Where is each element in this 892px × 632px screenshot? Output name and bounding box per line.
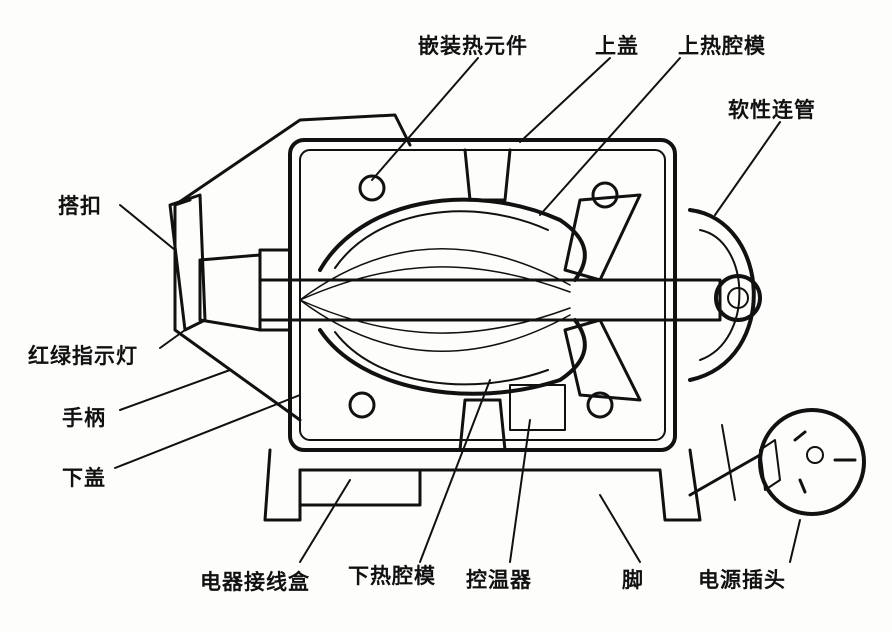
leader-lower-cover (114, 394, 301, 469)
nozzle (198, 253, 262, 332)
leader-lower-heat-mold (419, 379, 491, 563)
power-cord (688, 453, 762, 497)
inner-housing (299, 149, 666, 441)
leader-handle (119, 369, 231, 411)
heater-bolt-3 (348, 391, 376, 419)
leader-upper-cover (519, 57, 611, 143)
label-lower-heat-mold: 下热腔模 (348, 564, 436, 588)
center-shaft (258, 278, 722, 322)
leader-upper-heat-mold (539, 57, 681, 216)
label-embedded-heater: 嵌装热元件 (418, 34, 528, 58)
label-foot: 脚 (622, 568, 644, 592)
right-upper-plate (563, 193, 642, 282)
heater-bolt-2 (591, 181, 619, 209)
heater-bolt-4 (586, 391, 614, 419)
label-upper-heat-mold: 上热腔模 (678, 34, 766, 58)
junction-box (298, 468, 422, 507)
leader-junction-box (299, 479, 351, 563)
heater-bolt-1 (358, 174, 386, 202)
leader-thermostat (509, 419, 531, 563)
leader-indicator-lamp (159, 329, 186, 349)
flexible-hose (688, 208, 756, 382)
leader-power-plug (789, 519, 801, 563)
label-power-plug: 电源插头 (698, 568, 786, 592)
hose-eyelet (714, 274, 762, 322)
base-frame (263, 448, 702, 522)
lower-heat-mold (318, 318, 587, 396)
right-lower-plate (563, 318, 642, 402)
label-lower-cover: 下盖 (62, 466, 106, 490)
label-flexible-hose: 软性连管 (728, 98, 816, 122)
leader-foot (599, 494, 641, 563)
thermostat-block (509, 384, 566, 431)
leader-embedded-heater (371, 57, 479, 181)
front-neck (258, 248, 292, 332)
power-plug-face (758, 408, 866, 516)
label-indicator-lamp: 红绿指示灯 (28, 344, 138, 368)
leader-flexible-hose (714, 121, 781, 216)
label-junction-box: 电器接线盒 (200, 570, 310, 594)
leader-latch (119, 204, 176, 251)
label-upper-cover: 上盖 (595, 34, 639, 58)
label-thermostat: 控温器 (466, 568, 532, 592)
label-latch: 搭扣 (58, 194, 102, 218)
label-handle: 手柄 (62, 406, 106, 430)
upper-heat-mold (318, 197, 587, 282)
main-housing (288, 138, 677, 452)
